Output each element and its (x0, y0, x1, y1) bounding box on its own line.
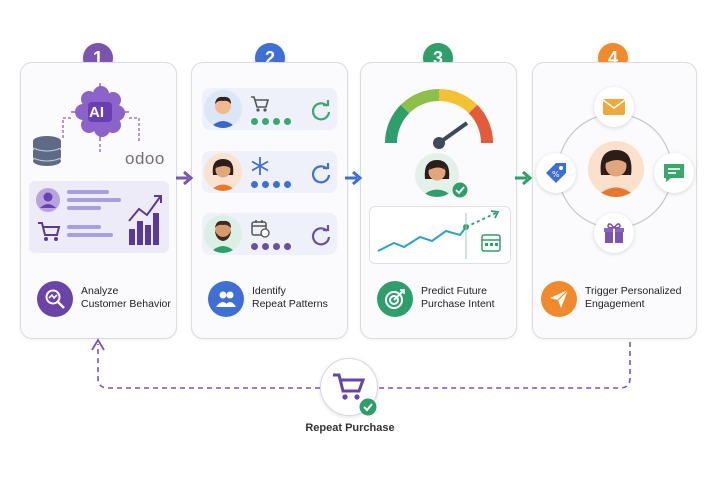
gift-icon (594, 213, 634, 253)
tag-icon: % (536, 153, 576, 193)
snowflake-icon (251, 157, 269, 175)
text-bar (67, 225, 101, 229)
refresh-icon (311, 100, 331, 121)
customer-avatar (204, 90, 242, 128)
target-icon (377, 281, 413, 317)
odoo-logo: odoo (125, 149, 165, 168)
svg-text:%: % (552, 170, 560, 179)
arrow-3-to-4 (515, 170, 532, 186)
refresh-icon (311, 163, 331, 184)
text-bar (67, 233, 113, 237)
dot (284, 118, 291, 125)
calendar-icon (251, 220, 270, 238)
connector-lines (62, 117, 140, 152)
customer-avatar (415, 153, 459, 197)
database-icon (32, 136, 62, 166)
dot (284, 243, 291, 250)
text-bar (67, 198, 121, 202)
dot (251, 118, 258, 125)
arrow-2-to-3 (345, 170, 362, 186)
repeat-purchase-label: Repeat Purchase (305, 422, 395, 434)
dot (273, 243, 280, 250)
dot (262, 118, 269, 125)
customer-avatar (204, 153, 242, 191)
dot (262, 181, 269, 188)
customer-avatar (588, 141, 644, 197)
refresh-icon (311, 225, 331, 246)
text-bar (67, 190, 109, 194)
cart-icon (38, 222, 61, 241)
arrow-1-to-2 (176, 170, 193, 186)
ai-brain-icon (71, 83, 129, 141)
dot (262, 243, 269, 250)
patterns-icon (208, 281, 244, 317)
step-1-card: AI odoo (20, 62, 177, 339)
check-badge-icon (359, 398, 377, 416)
dot (273, 181, 280, 188)
cart-icon (251, 96, 270, 112)
customer-avatar (204, 215, 242, 253)
analytics-panel (29, 181, 169, 253)
gauge-icon (384, 88, 494, 149)
dot (273, 118, 280, 125)
mail-icon (594, 87, 634, 127)
check-badge-icon (452, 182, 468, 198)
bar-chart-icon (128, 195, 162, 245)
user-profile-icon (36, 188, 60, 212)
dot (251, 243, 258, 250)
ai-label: AI (89, 104, 104, 121)
chat-icon (654, 153, 694, 193)
text-bar (67, 206, 101, 210)
analyze-icon (37, 281, 73, 317)
dot (251, 181, 258, 188)
forecast-panel (369, 206, 511, 264)
dot (284, 181, 291, 188)
send-icon (541, 281, 577, 317)
